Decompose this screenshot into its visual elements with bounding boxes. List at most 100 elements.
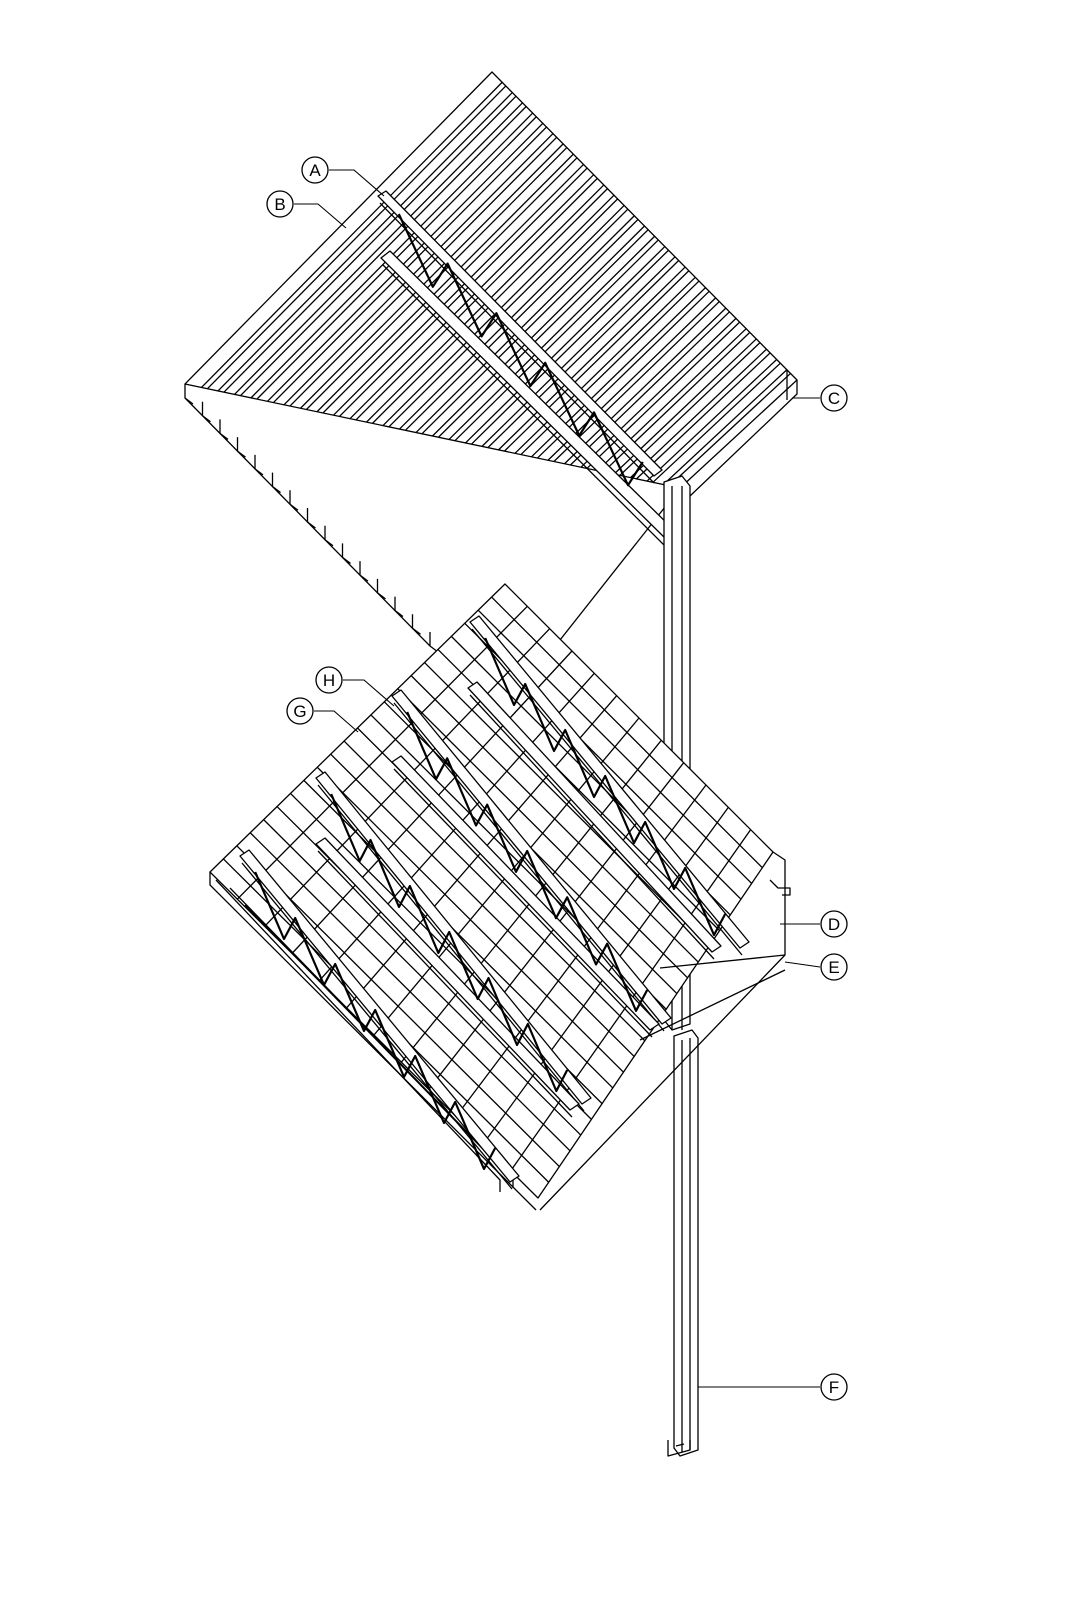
- upper-deck-rib: [333, 163, 584, 416]
- lower-joist-chord-edge: [393, 702, 665, 1032]
- upper-deck-eave-tick: [254, 454, 264, 476]
- lower-joist-chord-edge: [241, 862, 513, 1190]
- callout-d: D: [820, 910, 848, 938]
- upper-deck-rib-edge: [355, 177, 598, 421]
- upper-deck-rib: [432, 225, 645, 437]
- callout-c-label: C: [828, 389, 840, 408]
- upper-deck-rib: [564, 307, 727, 465]
- upper-deck-rib: [217, 92, 513, 392]
- lower-truss-web: [254, 871, 497, 1171]
- upper-deck-rib-edge: [586, 321, 741, 469]
- upper-deck-rib-edge: [223, 95, 517, 393]
- upper-deck-eave-tick: [411, 614, 421, 635]
- upper-deck-rib-edge: [305, 147, 568, 410]
- upper-deck-rib: [399, 205, 625, 430]
- lower-joists: [239, 615, 750, 1190]
- upper-deck-rib: [201, 81, 503, 388]
- lower-joist-chord: [239, 849, 520, 1183]
- upper-deck-eave: [184, 384, 439, 653]
- callout-d-label: D: [828, 915, 840, 934]
- upper-deck-rib-edge: [668, 372, 791, 487]
- callout-bubbles: A B C D E F G H: [266, 156, 848, 1401]
- upper-deck-rib: [597, 328, 747, 472]
- upper-deck-rib-edge: [437, 229, 649, 438]
- callout-h-label: H: [323, 671, 335, 690]
- lower-truss-web: [484, 637, 727, 937]
- upper-deck-rib: [498, 266, 686, 451]
- upper-deck-eave-tick: [306, 508, 316, 529]
- upper-deck-rib: [663, 369, 788, 486]
- lower-joist-chord: [467, 681, 722, 953]
- upper-deck-rib-edge: [404, 208, 629, 431]
- upper-deck-rib-edge: [569, 311, 730, 466]
- lower-joist-chord-edge: [469, 694, 715, 960]
- lower-joist-chord: [315, 837, 580, 1111]
- upper-deck-rib-edge: [503, 270, 690, 452]
- lower-joist-chord: [391, 689, 672, 1025]
- upper-deck-rib-edge: [553, 301, 720, 462]
- upper-deck-rib: [514, 276, 696, 454]
- upper-deck-rib-edge: [652, 362, 781, 483]
- upper-deck-rib: [646, 358, 778, 482]
- upper-deck-eave-tick: [429, 632, 439, 653]
- callout-h: H: [315, 666, 343, 694]
- upper-deck-rib: [448, 235, 656, 440]
- upper-deck-eave-tick: [324, 525, 334, 547]
- callout-a: A: [301, 156, 329, 184]
- lower-joist-chord-edge: [393, 768, 653, 1038]
- lower-deck-cross-rib: [236, 605, 528, 900]
- upper-deck-eave-tick: [341, 543, 351, 564]
- upper-deck-rib: [300, 143, 564, 409]
- upper-deck-rib-edge: [487, 260, 680, 449]
- upper-deck-rib: [481, 256, 676, 447]
- upper-deck-rib: [465, 246, 666, 444]
- upper-deck-rib-edge: [470, 249, 669, 445]
- upper-deck-eave-tick: [359, 561, 369, 582]
- lower-joist-chord-edge: [471, 628, 743, 956]
- upper-deck-rib: [283, 133, 554, 406]
- upper-deck-eave-tick: [394, 596, 404, 618]
- callout-e-label: E: [828, 958, 839, 977]
- upper-deck-rib: [630, 348, 767, 479]
- upper-deck-rib-edge: [454, 239, 659, 442]
- upper-deck-rib-edge: [272, 126, 547, 404]
- callout-f: F: [820, 1373, 848, 1401]
- upper-deck-rib-edge: [635, 352, 771, 480]
- upper-deck-rib: [316, 153, 574, 413]
- upper-deck-eave-line: [184, 397, 431, 647]
- lower-joist-chord-edge: [317, 784, 585, 1112]
- upper-deck-rib: [415, 215, 635, 433]
- upper-deck-rib-edge: [322, 157, 578, 414]
- upper-deck-rib: [234, 102, 523, 395]
- upper-roof-deck: [184, 71, 798, 653]
- lower-truss-web: [406, 711, 649, 1012]
- upper-deck-eave-tick: [236, 437, 246, 458]
- lower-truss-web: [330, 793, 569, 1093]
- lower-truss-webs: [254, 637, 727, 1171]
- upper-deck-rib-edge: [206, 85, 507, 390]
- lower-joist-chord: [469, 615, 750, 949]
- upper-deck-eave-tick: [289, 490, 299, 511]
- upper-deck-eave-tick: [376, 578, 386, 600]
- upper-deck-eave-tick: [184, 384, 194, 405]
- callout-g-label: G: [293, 702, 306, 721]
- callout-g: G: [286, 697, 314, 725]
- upper-deck-rib-edge: [239, 106, 527, 397]
- upper-deck-rib: [267, 122, 544, 402]
- upper-deck-rib-edge: [289, 136, 558, 407]
- lower-joist-chord-edge: [317, 850, 573, 1118]
- upper-deck-eave-tick: [219, 419, 229, 440]
- callout-e: E: [820, 953, 848, 981]
- upper-deck-rib-edge: [338, 167, 588, 417]
- callout-a-label: A: [309, 161, 321, 180]
- upper-deck-rib-edge: [421, 218, 639, 435]
- lower-joist-chord: [391, 755, 660, 1031]
- callout-b: B: [266, 190, 294, 218]
- upper-deck-eave-tick: [201, 401, 211, 423]
- callout-f-label: F: [829, 1378, 839, 1397]
- upper-deck-eave-tick: [271, 472, 281, 494]
- lower-joist-chord: [315, 771, 592, 1105]
- callout-b-label: B: [274, 195, 285, 214]
